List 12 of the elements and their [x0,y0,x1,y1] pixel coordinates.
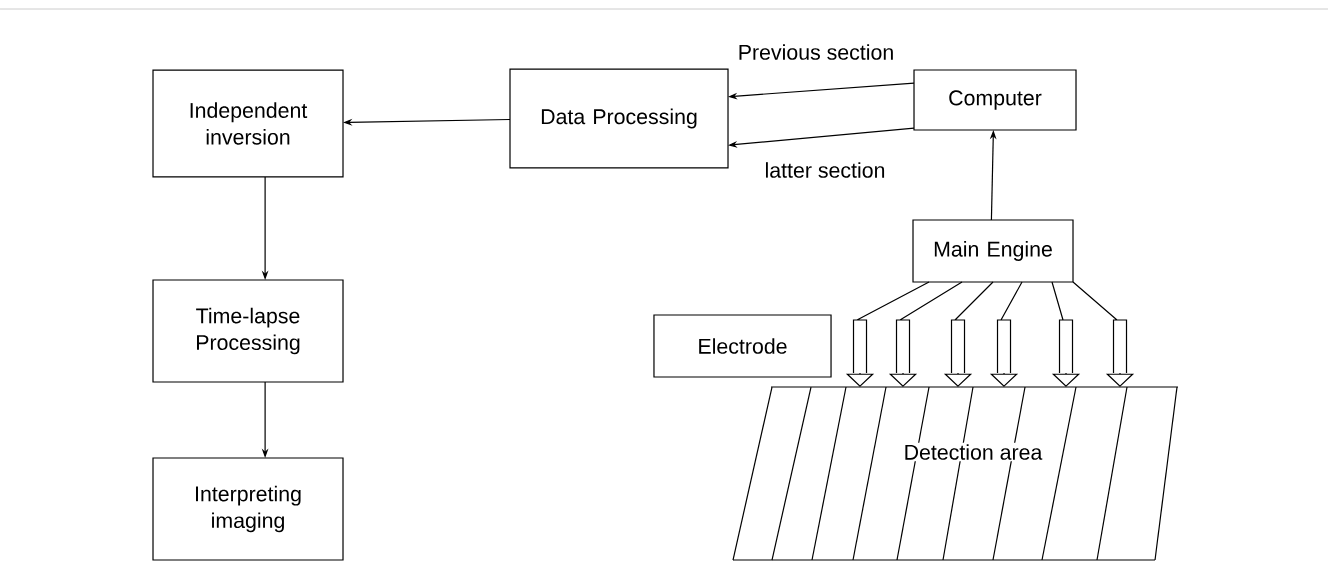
hollow-arrow [1072,281,1135,387]
engine-box: Main Engine [912,219,1074,283]
process-box: Independent inversion [152,69,344,178]
hollow-arrow [1051,281,1081,387]
computer-box: Computer [913,69,1077,131]
process-box: Time-lapse Processing [152,279,344,383]
edge-label: latter section [763,160,887,180]
area-label: Detection area [902,442,1044,462]
process-box: Data Processing [509,68,729,169]
electrode-box: Electrode [653,314,832,378]
process-box: Interpreting imaging [152,457,344,561]
edge-label: Previous section [736,42,896,62]
